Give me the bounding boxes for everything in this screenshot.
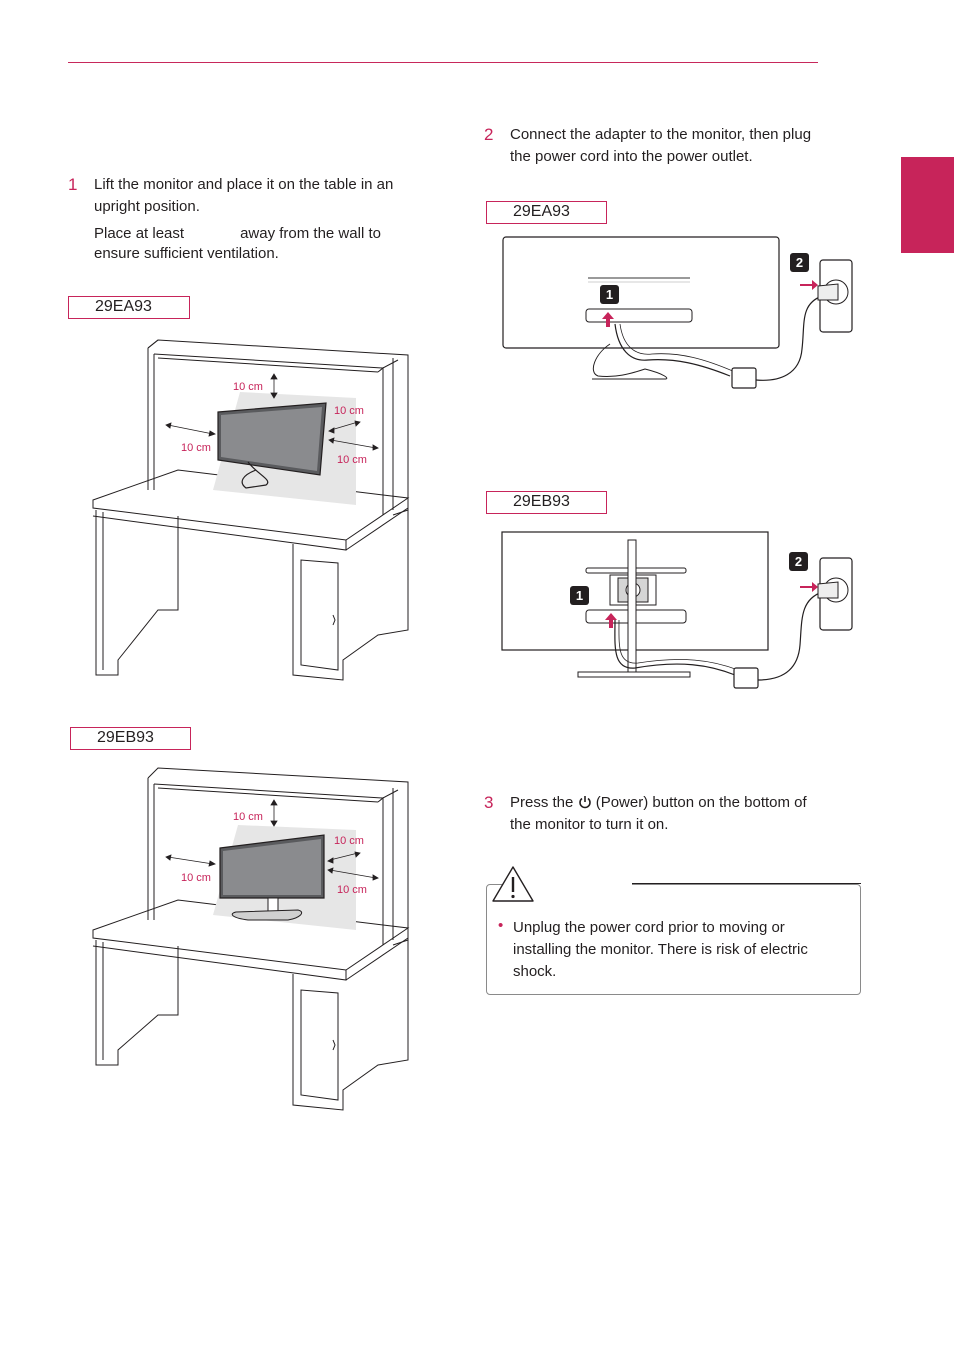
clearance-label-top: 10 cm bbox=[233, 811, 263, 823]
callout-1: 1 bbox=[606, 287, 613, 302]
step-1-text: Lift the monitor and place it on the tab… bbox=[94, 174, 444, 218]
power-connection-illustration-29eb93: 1 2 bbox=[501, 531, 853, 689]
step-3-text-a: Press the bbox=[510, 794, 574, 811]
caution-line-1: Unplug the power cord prior to moving or bbox=[513, 919, 785, 936]
power-icon bbox=[578, 796, 591, 809]
callout-2: 2 bbox=[795, 554, 802, 569]
warning-triangle-icon bbox=[492, 866, 534, 902]
header-rule bbox=[68, 62, 818, 63]
callout-1: 1 bbox=[576, 588, 583, 603]
step-3-line-2: the monitor to turn it on. bbox=[510, 816, 669, 833]
clearance-label-top: 10 cm bbox=[233, 381, 263, 393]
step-3-text-b: (Power) button on the bottom of bbox=[595, 794, 807, 811]
caution-header-rule bbox=[632, 883, 861, 884]
clearance-label-left: 10 cm bbox=[181, 442, 211, 454]
step-1-ventilation-text: Place at least away from the wall to ensu… bbox=[94, 223, 444, 265]
caution-line-2: installing the monitor. There is risk of… bbox=[513, 941, 808, 958]
step-1-number: 1 bbox=[68, 175, 78, 194]
model-label-29eb93-connect: 29EB93 bbox=[486, 491, 607, 514]
step-3-line-1: Press the (Power) button on the bottom o… bbox=[510, 792, 860, 814]
step-1-line-3b: away from the wall to bbox=[240, 225, 381, 242]
clearance-label-right-lower: 10 cm bbox=[337, 884, 367, 896]
step-2-text: Connect the adapter to the monitor, then… bbox=[510, 124, 860, 168]
caution-text: Unplug the power cord prior to moving or… bbox=[513, 917, 853, 983]
clearance-label-left: 10 cm bbox=[181, 872, 211, 884]
clearance-label-right-upper: 10 cm bbox=[334, 835, 364, 847]
step-1-line-1: Lift the monitor and place it on the tab… bbox=[94, 176, 394, 193]
step-1-line-3: Place at least away from the wall to bbox=[94, 223, 444, 245]
model-label-29eb93: 29EB93 bbox=[70, 727, 191, 750]
desk-clearance-illustration-29ea93: 10 cm 10 cm 10 cm 10 cm bbox=[92, 339, 410, 681]
step-3-number: 3 bbox=[484, 793, 494, 812]
step-3-text: Press the (Power) button on the bottom o… bbox=[510, 792, 860, 836]
step-2-line-2: the power cord into the power outlet. bbox=[510, 148, 753, 165]
desk-clearance-illustration-29eb93: 10 cm 10 cm 10 cm 10 cm bbox=[92, 767, 410, 1111]
step-2-number: 2 bbox=[484, 125, 494, 144]
language-side-tab bbox=[901, 157, 954, 253]
model-label-29ea93: 29EA93 bbox=[68, 296, 190, 319]
caution-box bbox=[486, 884, 861, 995]
step-1-line-3a: Place at least bbox=[94, 225, 185, 242]
model-label-29ea93-connect: 29EA93 bbox=[486, 201, 607, 224]
clearance-label-right-lower: 10 cm bbox=[337, 454, 367, 466]
power-connection-illustration-29ea93: 1 2 bbox=[502, 236, 853, 389]
step-1-line-4: ensure sufficient ventilation. bbox=[94, 245, 279, 262]
caution-line-3: shock. bbox=[513, 963, 557, 980]
caution-bullet: • bbox=[498, 917, 504, 934]
callout-2: 2 bbox=[796, 255, 803, 270]
caution-header-gap bbox=[512, 878, 632, 892]
step-1-line-2: upright position. bbox=[94, 198, 200, 215]
clearance-label-right-upper: 10 cm bbox=[334, 405, 364, 417]
step-2-line-1: Connect the adapter to the monitor, then… bbox=[510, 126, 812, 143]
